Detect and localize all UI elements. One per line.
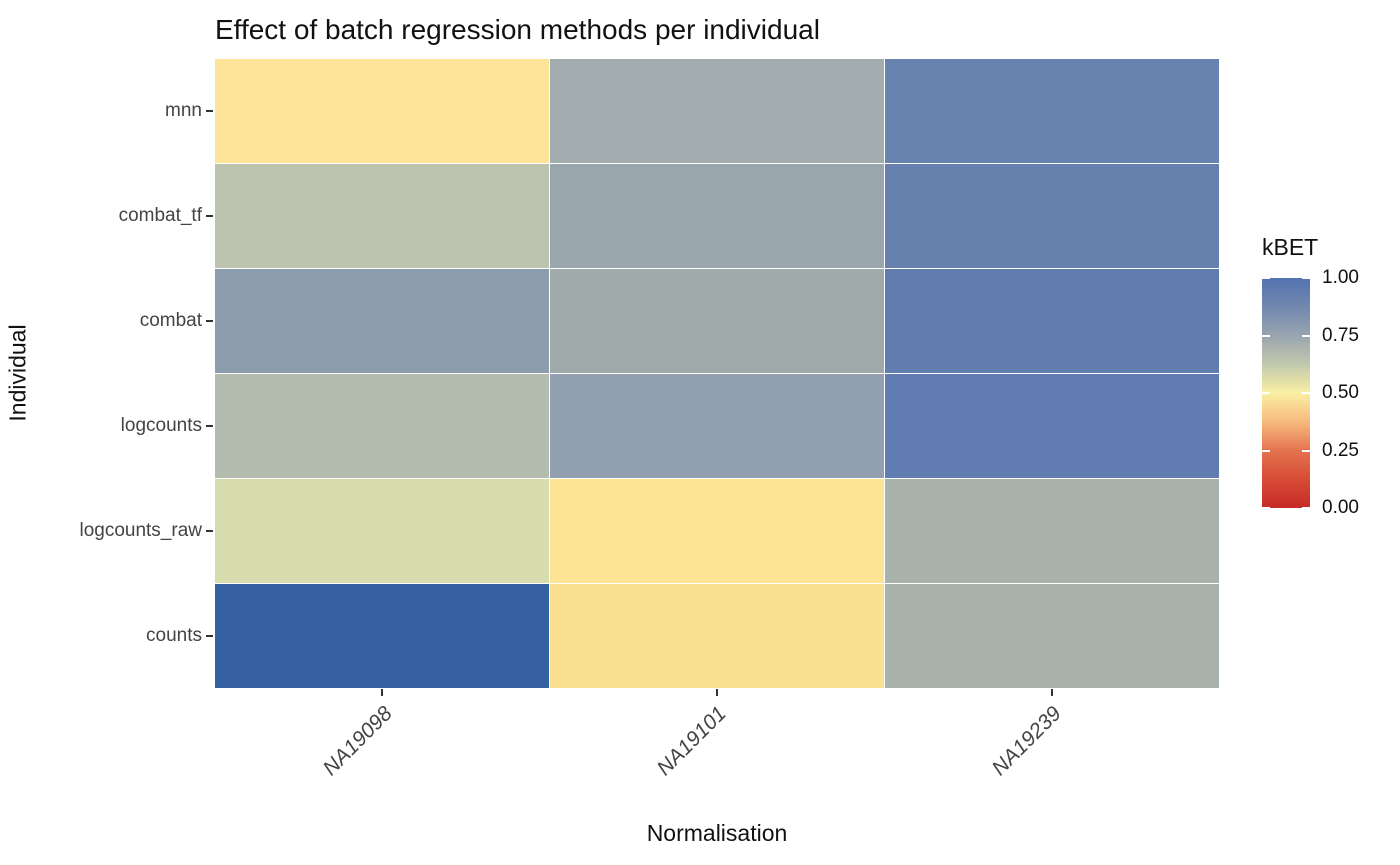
heatmap-panel [215,59,1219,688]
heatmap-cell-mnn-NA19101 [550,59,884,163]
legend-tick-mark [1302,449,1310,452]
heatmap-cell-mnn-NA19098 [215,59,549,163]
x-axis-title: Normalisation [646,820,788,846]
heatmap-cell-logcounts-NA19098 [215,374,549,478]
legend-tick-mark [1262,449,1270,452]
heatmap-cell-logcounts-NA19101 [550,374,884,478]
legend-tick-mark [1302,392,1310,394]
legend-tick-mark [1302,334,1310,337]
y-tick-label-counts: counts [146,624,202,646]
y-tick-mark [206,634,213,637]
y-tick-label-logcounts: logcounts [120,414,202,436]
legend-colorbar [1262,277,1310,509]
y-tick-mark [206,110,213,113]
x-tick-label-NA19239: NA19239 [987,702,1066,781]
heatmap-cell-combat-NA19098 [215,269,549,373]
heatmap-cell-logcounts_raw-NA19101 [550,479,884,583]
heatmap-cell-logcounts_raw-NA19239 [885,479,1219,583]
legend-tick-mark [1262,277,1270,279]
y-tick-mark [206,424,213,427]
legend-label-0.25: 0.25 [1322,439,1359,461]
x-tick-mark [716,689,718,696]
heatmap-cell-combat_tf-NA19098 [215,164,549,268]
heatmap-cell-counts-NA19239 [885,584,1219,688]
heatmap-cell-combat_tf-NA19101 [550,164,884,268]
legend-tick-mark [1262,334,1270,337]
chart-title: Effect of batch regression methods per i… [215,14,820,45]
x-tick-mark [1050,689,1053,696]
legend-tick-mark [1302,507,1310,509]
legend-label-0.50: 0.50 [1322,382,1359,403]
heatmap-cell-counts-NA19101 [550,584,884,688]
legend-label-0.00: 0.00 [1322,497,1359,518]
y-tick-label-logcounts_raw: logcounts_raw [79,519,202,541]
heatmap-cell-combat_tf-NA19239 [885,164,1219,268]
heatmap-cell-counts-NA19098 [215,584,549,688]
heatmap-cell-combat-NA19239 [885,269,1219,373]
legend-tick-mark [1262,507,1270,509]
heatmap-cell-combat-NA19101 [550,269,884,373]
legend-label-1.00: 1.00 [1322,267,1359,288]
y-tick-mark [206,215,213,218]
legend-label-0.75: 0.75 [1322,324,1359,346]
x-tick-label-NA19101: NA19101 [653,702,732,781]
y-tick-label-combat: combat [139,310,202,332]
x-tick-mark [381,689,384,696]
heatmap-cell-logcounts_raw-NA19098 [215,479,549,583]
legend-tick-mark [1302,277,1310,279]
legend-title: kBET [1262,234,1319,260]
heatmap-cell-logcounts-NA19239 [885,374,1219,478]
legend-tick-mark [1262,392,1270,394]
heatmap-cell-mnn-NA19239 [885,59,1219,163]
y-tick-mark [206,320,213,323]
y-tick-label-combat_tf: combat_tf [118,205,202,227]
x-tick-label-NA19098: NA19098 [318,702,397,781]
y-axis-title: Individual [4,324,31,422]
y-tick-label-mnn: mnn [165,100,202,122]
y-tick-mark [206,529,213,532]
